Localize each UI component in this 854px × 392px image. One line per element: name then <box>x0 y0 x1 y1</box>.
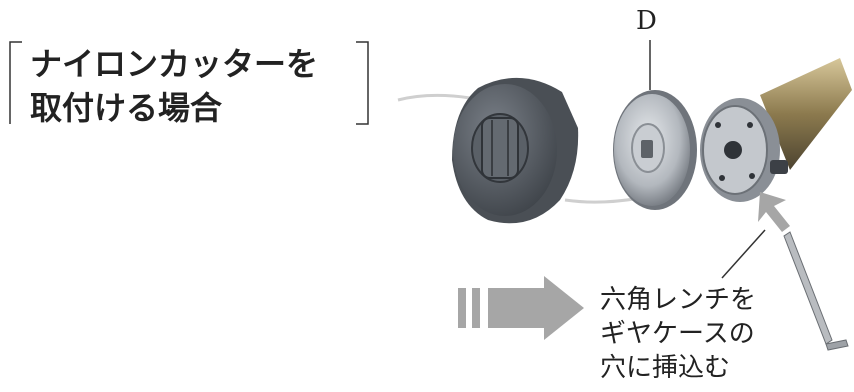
washer-d <box>613 90 697 210</box>
part-label-d: D <box>636 6 657 36</box>
title-bracket <box>9 41 369 125</box>
leader-line-instruction <box>721 229 766 279</box>
instruction-text: 六角レンチを ギヤケースの 穴に挿込む <box>600 283 756 385</box>
title-line-1: ナイロンカッターを <box>30 45 319 83</box>
instruction-line-2: ギヤケースの <box>600 319 755 349</box>
instruction-line-1: 六角レンチを <box>600 285 757 315</box>
arrow-up-left-icon <box>758 192 790 232</box>
title-line-2: 取付ける場合 <box>30 89 223 127</box>
page-title: ナイロンカッターを 取付ける場合 <box>30 42 318 130</box>
nylon-cutter-head <box>452 77 579 224</box>
gear-case <box>700 58 852 202</box>
instruction-line-3: 穴に挿込む <box>600 353 731 383</box>
arrow-right-icon <box>458 276 584 340</box>
hex-wrench-icon <box>783 231 849 351</box>
